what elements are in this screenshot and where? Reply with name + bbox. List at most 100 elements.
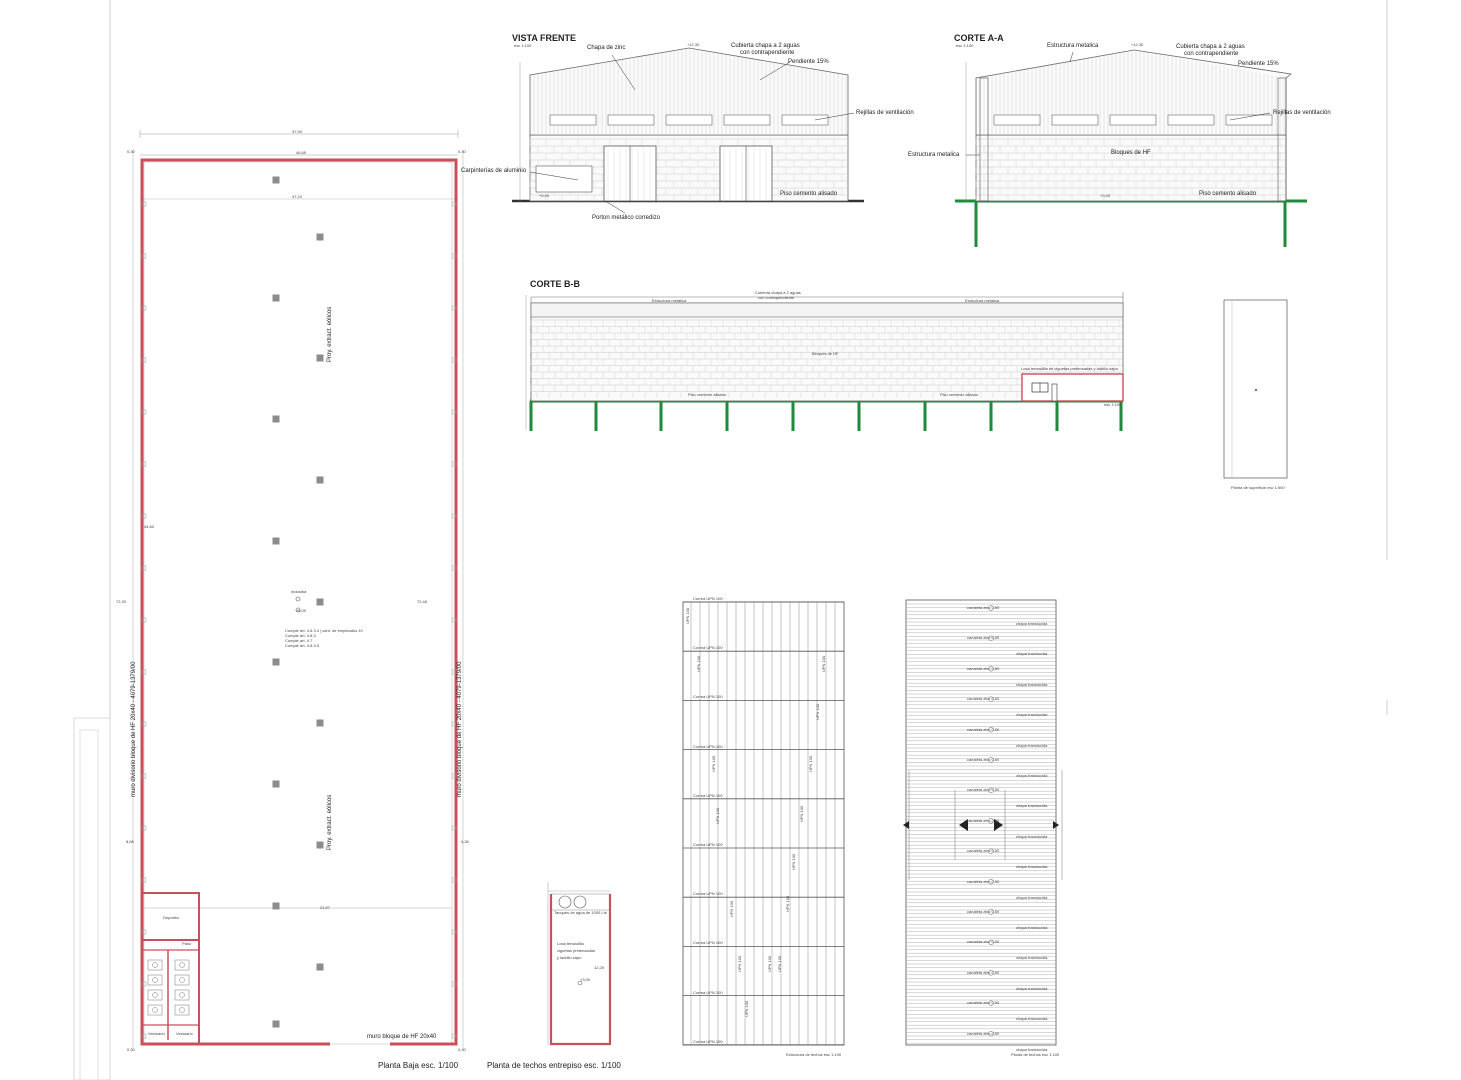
chapa-translucida-label: chapa translucida (1016, 985, 1048, 991)
canaleta-label: canaleta zinc 0,50 (967, 969, 1000, 975)
chapa-translucida-label: chapa translucida (1016, 712, 1048, 718)
chapa-translucida-label: chapa translucida (1016, 773, 1048, 778)
dim-low-left: 8,68 (126, 839, 134, 844)
chapa-translucida-label: chapa translucida (1016, 864, 1048, 870)
planta-techos-entrepiso-title: Planta de techos entrepiso esc. 1/100 (487, 1061, 621, 1070)
chapa-translucida-label: chapa translucida (1016, 1016, 1048, 1022)
label-muro-bottom: muro bloque de HF 20x40 (367, 1034, 437, 1040)
column-marker (316, 841, 324, 849)
canaleta-label: canaleta zinc 0,50 (967, 1030, 1000, 1036)
label-estructura-bb-1: Estructura metalica (652, 298, 687, 303)
correa-label: Correa UPN 100 (693, 1038, 723, 1044)
label-rejillas: Rejillas de ventilación (856, 110, 914, 116)
column-marker (316, 719, 324, 727)
perfil-label: UPN 100 (744, 1000, 749, 1017)
perfil-label: UPN 100 (799, 805, 804, 822)
label-losa-2: viguetas pretensadas (557, 948, 596, 953)
label-rejillas-aa: Rejillas de ventilación (1273, 110, 1331, 116)
column-marker (272, 658, 280, 666)
column-marker (272, 415, 280, 423)
label-cubierta-bb-1: Cubierta chapa a 2 aguas (755, 290, 801, 295)
perfil-label: UPN 100 (777, 955, 782, 972)
perfil-label: UPN 100 (767, 955, 772, 972)
chapa-translucida-label: chapa translucida (1016, 651, 1048, 657)
level-industria: +0,00 (296, 608, 307, 613)
vista-frente-elevation (512, 47, 864, 214)
canaleta-label: canaleta zinc 0,50 (967, 1000, 1000, 1006)
estructura-techos-caption: Estructura de techos esc 1:100 (786, 1052, 842, 1057)
label-cubierta-2: con contrapendiente (740, 50, 795, 56)
label-deposito: Depósito (163, 915, 179, 920)
label-paso: Paso (182, 941, 192, 946)
note-2: Cumple art. 4.8.3 (285, 633, 316, 638)
canaleta-label: canaleta zinc 0,50 (967, 635, 1000, 641)
perfil-label: UPN 100 (696, 655, 701, 672)
dim-side-left: 72,30 (116, 599, 127, 604)
perfil-label: UPN 100 (729, 900, 734, 917)
label-losa-3: y ladrillo sapo (557, 955, 582, 960)
dim-entrepiso: 12,25 (594, 965, 605, 970)
chapa-translucida-label: chapa translucida (1016, 894, 1048, 900)
canaleta-label: canaleta zinc 0,50 (967, 817, 1000, 823)
dim-side-right: 72,48 (417, 599, 428, 604)
label-tanque: Tanques de agua de 1000 Lts (554, 910, 607, 915)
canaleta-label: canaleta zinc 0,50 (967, 787, 1000, 793)
label-vestuario-1: Vestuario (148, 1031, 165, 1036)
label-porton: Porton metálico corredizo (592, 215, 661, 221)
chapa-translucida-label: chapa translucida (1016, 681, 1048, 687)
chapa-translucida-label: chapa translucida (1016, 955, 1048, 961)
perfil-label: UPN 100 (711, 755, 716, 772)
column-marker (316, 233, 324, 241)
label-muro-left: muro divisorio bloque de HF 20x40 - 4079… (131, 661, 137, 797)
label-piso: Piso cemento alisado (780, 191, 838, 197)
note-1: Cumple art. 4.8.3.4 | cant. de empleados… (285, 628, 363, 633)
label-losa-bb: Losa tensadilla de viguetas pretensadas … (1021, 366, 1118, 371)
column-marker (316, 963, 324, 971)
label-cubierta-aa-2: con contrapendiente (1184, 51, 1239, 57)
canaleta-label: canaleta zinc 0,50 (967, 605, 1000, 610)
chapa-translucida-label: chapa translucida (1016, 803, 1048, 809)
canaleta-label: canaleta zinc 0,50 (967, 696, 1000, 702)
chapa-translucida-label: chapa translucida (1016, 833, 1048, 839)
column-marker (272, 780, 280, 788)
column-marker (272, 537, 280, 545)
label-bloques-bb: Bloques de HF (812, 351, 839, 356)
label-chapa-zinc: Chapa de zinc (587, 45, 626, 51)
site-plan-caption: Planta de superficie esc 1:500 (1231, 485, 1285, 490)
dim-top: 46,65 (296, 150, 307, 155)
canaleta-label: canaleta zinc 0,50 (967, 726, 1000, 732)
label-proy-eolicos-1: Proy. extract. eólicos (327, 306, 333, 362)
vista-frente-title: VISTA FRENTE (512, 33, 577, 43)
correa-label: Correa UPN 100 (693, 842, 723, 847)
label-losa-1: Losa tensadilla (557, 941, 584, 946)
canaleta-label: canaleta zinc 0,50 (967, 757, 1000, 762)
column-marker (316, 598, 324, 606)
planta-techos-entrepiso-plan (547, 882, 612, 1046)
correa-label: Correa UPN 100 (693, 940, 723, 946)
dim-inner: 47,24 (292, 194, 303, 199)
level-top: +12,30 (687, 42, 700, 47)
canaleta-label: canaleta zinc 0,50 (967, 848, 1000, 854)
planta-techos-chapa-plan (903, 599, 1063, 1046)
label-carpinterias: Carpinterías de aluminio (461, 168, 527, 174)
corte-bb-section (525, 292, 1124, 431)
chapa-translucida-label: chapa translucida (1016, 742, 1048, 748)
dim-corner-bl: 0,30 (127, 1047, 135, 1052)
label-pendiente: Pendiente 15% (788, 59, 829, 65)
level-entrepiso: +3,00 (580, 977, 591, 982)
estructura-techos-plan (682, 601, 845, 1046)
column-marker (272, 176, 280, 184)
column-marker (272, 1020, 280, 1028)
label-cubierta-1: Cubierta chapa a 2 aguas (731, 43, 800, 49)
label-pendiente-aa: Pendiente 15% (1238, 61, 1279, 67)
corte-aa-title: CORTE A-A (954, 33, 1004, 43)
dim-low-right: 4,26 (461, 839, 469, 844)
canaleta-label: canaleta zinc 0,50 (967, 909, 1000, 914)
note-3: Cumple art. 4.7 (285, 638, 313, 643)
label-vestuario-2: Vestuario (176, 1031, 193, 1036)
label-piso-bb-2: Piso cemento alisado (940, 392, 979, 397)
label-estructura-bb-2: Estructura metalica (965, 298, 1000, 303)
planta-techos-caption: Planta de techos esc 1:100 (1011, 1052, 1060, 1057)
label-industria: Industria (291, 589, 307, 594)
column-marker (272, 294, 280, 302)
